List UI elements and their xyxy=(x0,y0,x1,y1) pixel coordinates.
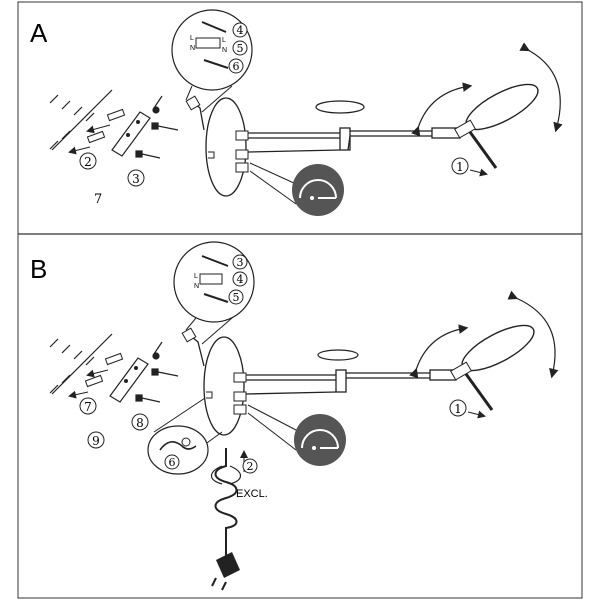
screws-b xyxy=(135,341,179,403)
wall-plate-b xyxy=(181,327,247,436)
frame xyxy=(17,1,583,599)
anchors-b xyxy=(68,352,124,399)
tilt-arrow-b xyxy=(409,324,469,379)
svg-text:9: 9 xyxy=(92,434,100,448)
wiring-callout-b: L N 3 4 5 xyxy=(173,241,255,345)
svg-text:4: 4 xyxy=(237,24,244,37)
dimmer-touch-icon xyxy=(249,162,344,216)
svg-text:N: N xyxy=(194,283,199,290)
svg-text:3: 3 xyxy=(132,172,140,186)
wall-plate-a xyxy=(185,95,249,197)
step-marker-b-8: 8 xyxy=(131,413,149,431)
wiring-callout-a: L N L N 4 5 6 xyxy=(171,9,253,113)
lamp-head-a xyxy=(454,83,539,169)
svg-text:8: 8 xyxy=(136,416,144,430)
screws-a xyxy=(135,95,179,159)
svg-text:N: N xyxy=(222,47,227,54)
svg-text:5: 5 xyxy=(237,42,244,55)
wall-bracket-icon xyxy=(111,111,151,157)
power-cord: 2 EXCL. xyxy=(210,448,268,574)
plug-icon xyxy=(211,552,240,591)
step-marker-a-2: 2 xyxy=(79,152,97,170)
svg-text:N: N xyxy=(190,45,195,52)
svg-text:3: 3 xyxy=(237,256,244,269)
svg-text:2: 2 xyxy=(84,155,92,169)
swing-arm-a xyxy=(247,127,461,153)
svg-text:6: 6 xyxy=(233,60,240,73)
wall-hatch-a xyxy=(49,89,113,151)
cable-callout: 6 xyxy=(147,397,223,475)
swivel-arrow-b xyxy=(507,290,559,379)
panel-label-b: B xyxy=(30,254,47,284)
svg-text:2: 2 xyxy=(247,460,254,473)
step-marker-a-1: 1 xyxy=(451,157,488,177)
svg-text:L: L xyxy=(190,35,194,42)
step-marker-b-2: 2 xyxy=(242,458,258,474)
svg-text:1: 1 xyxy=(456,160,464,174)
rotate-arrow-icon xyxy=(317,349,359,361)
step-marker-b-1: 1 xyxy=(449,399,486,419)
excl-label: EXCL. xyxy=(236,488,268,500)
dimmer-touch-icon xyxy=(247,404,346,466)
anchors-a xyxy=(68,108,126,155)
swivel-arrow-a xyxy=(519,42,563,133)
rotate-arrow-icon xyxy=(315,100,365,114)
svg-text:L: L xyxy=(194,273,198,280)
svg-text:7: 7 xyxy=(84,400,92,414)
swing-arm-b xyxy=(245,369,457,395)
step-marker-b-7: 7 xyxy=(79,397,97,415)
panel-b: B xyxy=(30,241,559,591)
panel-a: A xyxy=(30,9,563,216)
tilt-arrow-a xyxy=(411,82,473,137)
wall-hatch-b xyxy=(49,333,113,395)
lamp-head-b xyxy=(450,324,535,411)
step-marker-b-9: 9 xyxy=(87,431,105,449)
svg-text:L: L xyxy=(222,37,226,44)
svg-text:1: 1 xyxy=(454,402,462,416)
step-marker-a-3: 3 xyxy=(127,169,145,187)
wall-bracket-icon xyxy=(109,357,149,403)
svg-text:6: 6 xyxy=(169,456,176,469)
step-marker-a-7: 7 xyxy=(94,192,102,207)
svg-text:5: 5 xyxy=(233,291,240,304)
panel-label-a: A xyxy=(30,18,48,48)
svg-text:4: 4 xyxy=(237,273,244,286)
